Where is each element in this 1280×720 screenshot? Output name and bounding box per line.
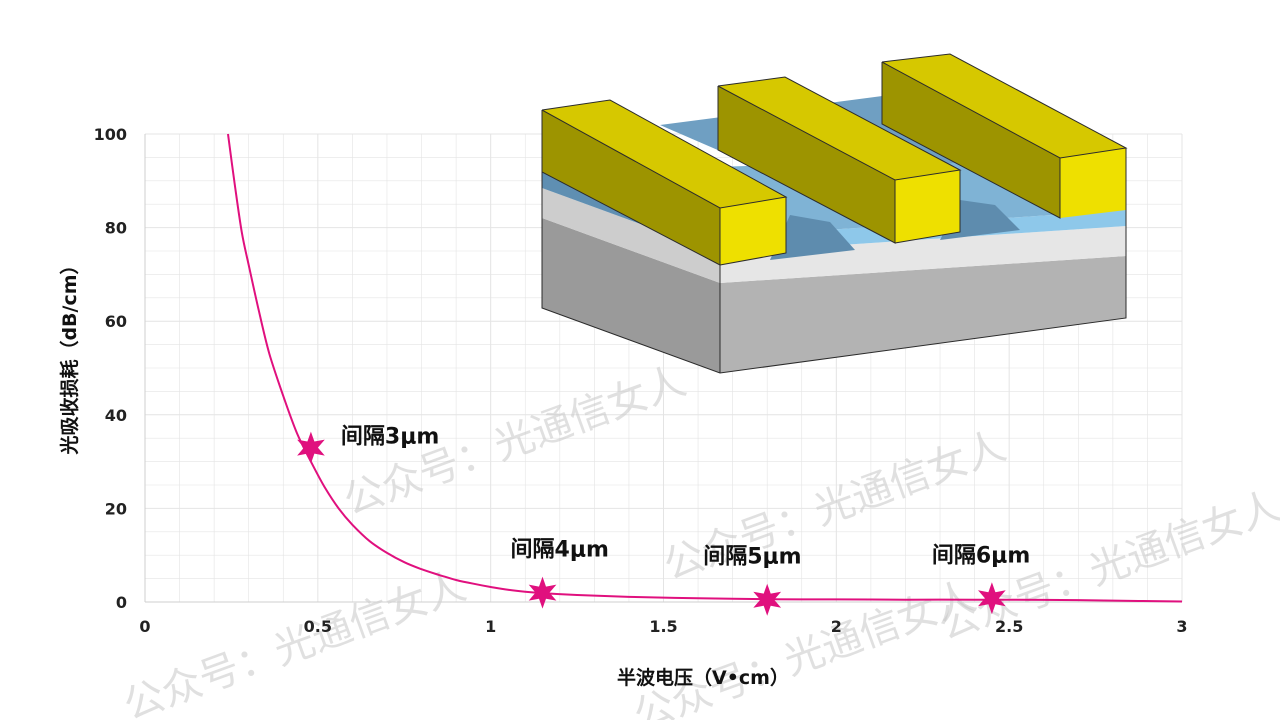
data-point-marker xyxy=(297,431,325,464)
data-point-label: 间隔4μm xyxy=(511,538,609,563)
x-tick-labels: 0 0.5 1 1.5 2 2.5 3 xyxy=(139,617,1187,636)
x-tick-label: 3 xyxy=(1176,617,1187,636)
x-tick-label: 2 xyxy=(831,617,842,636)
data-point-marker xyxy=(978,582,1006,615)
data-markers: 间隔3μm 间隔4μm 间隔5μm 间隔6μm xyxy=(297,425,1030,616)
device-illustration xyxy=(541,53,1128,374)
y-tick-label: 100 xyxy=(94,125,127,144)
y-tick-label: 60 xyxy=(105,312,127,331)
data-point-label: 间隔6μm xyxy=(932,543,1030,568)
x-tick-label: 0.5 xyxy=(304,617,332,636)
watermark-text-4: 公众号：光通信女人 xyxy=(118,563,472,720)
y-tick-label: 0 xyxy=(116,593,127,612)
x-tick-label: 0 xyxy=(139,617,150,636)
x-tick-label: 2.5 xyxy=(995,617,1023,636)
data-point-marker xyxy=(753,583,782,616)
x-axis-title: 半波电压（V•cm） xyxy=(617,666,789,689)
y-tick-label: 40 xyxy=(105,406,127,425)
data-point-label: 间隔5μm xyxy=(703,545,801,570)
data-point-label: 间隔3μm xyxy=(341,425,439,450)
watermark-text-5: 公众号：光通信女人 xyxy=(628,573,982,720)
x-tick-label: 1 xyxy=(485,617,496,636)
y-tick-labels: 0 20 40 60 80 100 xyxy=(94,125,127,612)
y-axis-title: 光吸收损耗（dB/cm） xyxy=(58,255,81,455)
y-tick-label: 80 xyxy=(105,219,127,238)
y-tick-label: 20 xyxy=(105,499,127,518)
x-tick-label: 1.5 xyxy=(649,617,677,636)
loss-curve xyxy=(227,133,1183,603)
data-point-marker xyxy=(528,576,557,609)
